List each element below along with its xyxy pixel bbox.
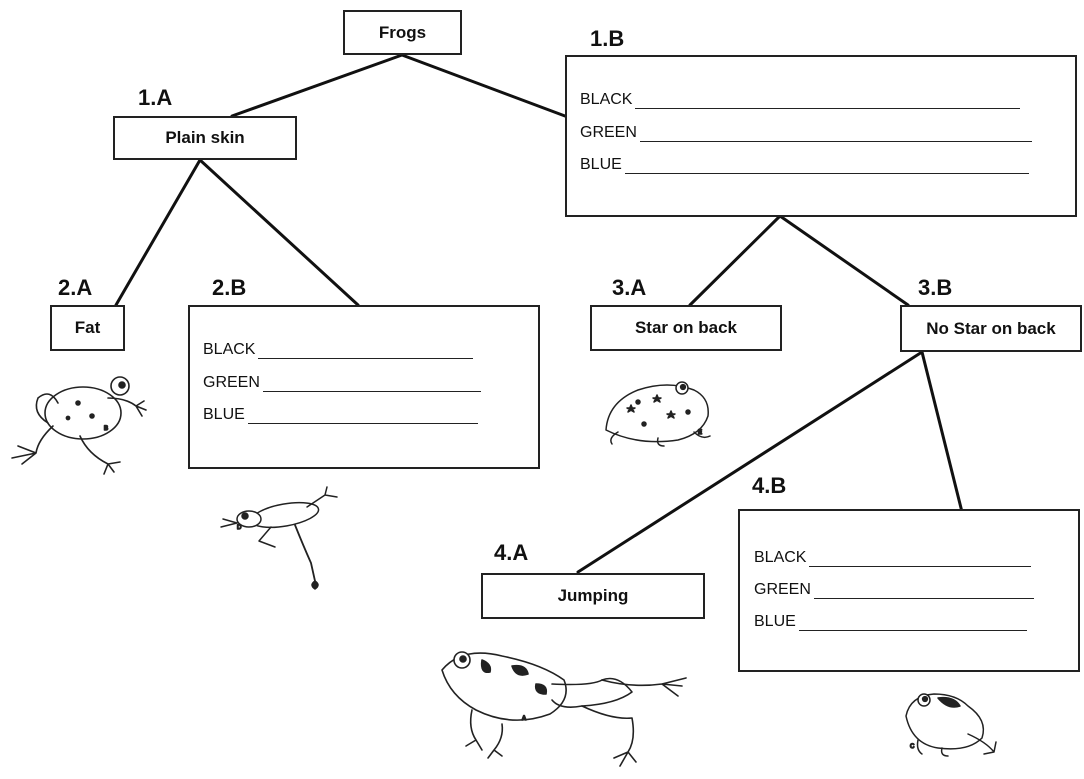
root-node-frogs: Frogs bbox=[343, 10, 462, 55]
fill-line-black: BLACK bbox=[580, 91, 1021, 109]
jumping-frog-icon: A bbox=[432, 640, 702, 775]
answer-box-2b: BLACK GREEN BLUE bbox=[188, 305, 540, 469]
step-number-3b: 3.B bbox=[918, 275, 953, 300]
step-number-3a: 3.A bbox=[612, 275, 647, 300]
node-fat-label: Fat bbox=[74, 318, 101, 337]
fill-line-black: BLACK bbox=[203, 341, 474, 359]
color-label-black: BLACK bbox=[580, 91, 633, 108]
fat-frog-icon: B bbox=[8, 368, 148, 483]
blank-line[interactable] bbox=[624, 159, 1029, 174]
node-jumping: Jumping bbox=[481, 573, 705, 619]
fill-line-black: BLACK bbox=[754, 549, 1032, 567]
color-label-blue: BLUE bbox=[580, 156, 622, 173]
node-no-star-on-back-label: No Star on back bbox=[926, 318, 1056, 338]
node-no-star-on-back: No Star on back bbox=[900, 305, 1082, 352]
frog-letter: B bbox=[104, 426, 108, 432]
fill-line-blue: BLUE bbox=[203, 406, 478, 424]
node-fat: Fat bbox=[50, 305, 125, 351]
step-number-4a: 4.A bbox=[494, 540, 529, 565]
frog-letter: A bbox=[522, 716, 526, 722]
fill-line-green: GREEN bbox=[580, 124, 1032, 142]
frog-letter: C bbox=[910, 744, 915, 750]
star-frog-icon: E bbox=[598, 372, 718, 450]
step-number-1a: 1.A bbox=[138, 85, 173, 110]
fill-line-green: GREEN bbox=[203, 374, 481, 392]
answer-box-4b: BLACK GREEN BLUE bbox=[738, 509, 1080, 672]
blank-line[interactable] bbox=[639, 127, 1032, 142]
color-label-blue: BLUE bbox=[203, 406, 245, 423]
fill-line-green: GREEN bbox=[754, 581, 1034, 599]
blank-line[interactable] bbox=[813, 584, 1034, 599]
color-label-green: GREEN bbox=[203, 374, 260, 391]
sitting-frog-icon: C bbox=[898, 686, 998, 758]
fill-line-blue: BLUE bbox=[754, 613, 1027, 631]
root-label: Frogs bbox=[378, 22, 427, 42]
color-label-blue: BLUE bbox=[754, 613, 796, 630]
blank-line[interactable] bbox=[809, 552, 1032, 567]
color-label-green: GREEN bbox=[754, 581, 811, 598]
node-plain-skin: Plain skin bbox=[113, 116, 297, 160]
answer-box-1b: BLACK GREEN BLUE bbox=[565, 55, 1077, 217]
fill-line-blue: BLUE bbox=[580, 156, 1029, 174]
step-number-2b: 2.B bbox=[212, 275, 247, 300]
blank-line[interactable] bbox=[635, 94, 1021, 109]
node-plain-skin-label: Plain skin bbox=[165, 128, 245, 147]
node-star-on-back: Star on back bbox=[590, 305, 782, 351]
thin-frog-icon: D bbox=[215, 485, 345, 590]
color-label-black: BLACK bbox=[754, 549, 807, 566]
frog-letter: E bbox=[698, 430, 702, 436]
blank-line[interactable] bbox=[262, 377, 481, 392]
blank-line[interactable] bbox=[798, 616, 1027, 631]
blank-line[interactable] bbox=[258, 344, 474, 359]
blank-line[interactable] bbox=[247, 409, 478, 424]
step-number-2a: 2.A bbox=[58, 275, 93, 300]
frog-letter: D bbox=[237, 525, 242, 531]
node-jumping-label: Jumping bbox=[557, 586, 629, 605]
step-number-1b: 1.B bbox=[590, 26, 625, 51]
color-label-green: GREEN bbox=[580, 124, 637, 141]
color-label-black: BLACK bbox=[203, 341, 256, 358]
step-number-4b: 4.B bbox=[752, 473, 787, 498]
node-star-on-back-label: Star on back bbox=[634, 318, 738, 337]
